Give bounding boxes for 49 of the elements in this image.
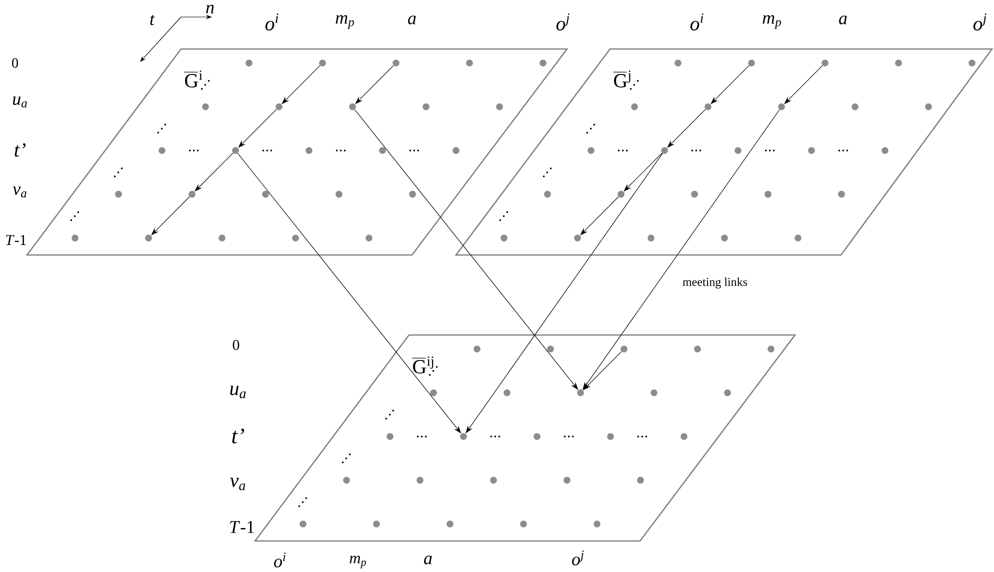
axis-label: t (150, 14, 155, 26)
grid-dot (661, 147, 668, 154)
grid-dot (574, 234, 581, 242)
axis-label: o$^{j}$ (973, 14, 986, 30)
grid-dot (822, 60, 828, 66)
plane-title: G$^{j}$ (612, 70, 630, 88)
axis-label: meeting links (682, 278, 748, 288)
axis-label: a (408, 16, 416, 24)
axis-label: u$_{a}$ (230, 386, 246, 398)
axis-label: a (424, 556, 432, 564)
grid-dot (618, 190, 624, 198)
grid-dot (392, 60, 400, 66)
axis-label: o$^{i}$ (274, 552, 286, 568)
grid-dot (704, 103, 712, 110)
axis-label: v$_{a}$ (12, 186, 26, 198)
axis-label: t’ (232, 428, 244, 444)
axis-label: T-1 (230, 521, 254, 533)
grid-dot (577, 389, 584, 396)
grid-dot (349, 103, 356, 110)
axis-label: m$_{p}$ (350, 556, 366, 568)
grid-dot (620, 346, 628, 352)
arrow (580, 196, 619, 236)
plane-title: G$^{ij}$ (412, 356, 434, 374)
axis-label: o$^{i}$ (690, 14, 704, 30)
grid-dot (460, 433, 467, 440)
axis-label: a (839, 16, 847, 24)
grid-dot (319, 60, 326, 66)
axis-label: 0 (12, 58, 18, 68)
axis-label: v$_{a}$ (230, 478, 246, 490)
axis-label: m$_{p}$ (762, 15, 782, 29)
arrow (667, 109, 706, 148)
axis-label: 0 (232, 340, 240, 350)
axis-label: m$_{p}$ (336, 15, 354, 29)
axis-label: u$_{a}$ (13, 96, 27, 108)
grid-dot (778, 103, 785, 110)
arrow (238, 109, 277, 148)
grid-dot (232, 147, 239, 154)
axis-label: o$^{i}$ (265, 14, 278, 30)
axis-label: t’ (14, 143, 26, 157)
grid-dot (188, 190, 196, 198)
grid-dot (276, 103, 282, 110)
grid-dot (145, 234, 152, 242)
grid-dot (748, 60, 755, 66)
plane-title: G$^{i}$ (184, 70, 202, 88)
axis-label: T-1 (6, 235, 26, 245)
axis-label: n (206, 4, 214, 14)
axis-label: o$^{j}$ (556, 14, 570, 30)
axis-label: o$^{j}$ (572, 550, 584, 566)
arrow (151, 196, 190, 236)
